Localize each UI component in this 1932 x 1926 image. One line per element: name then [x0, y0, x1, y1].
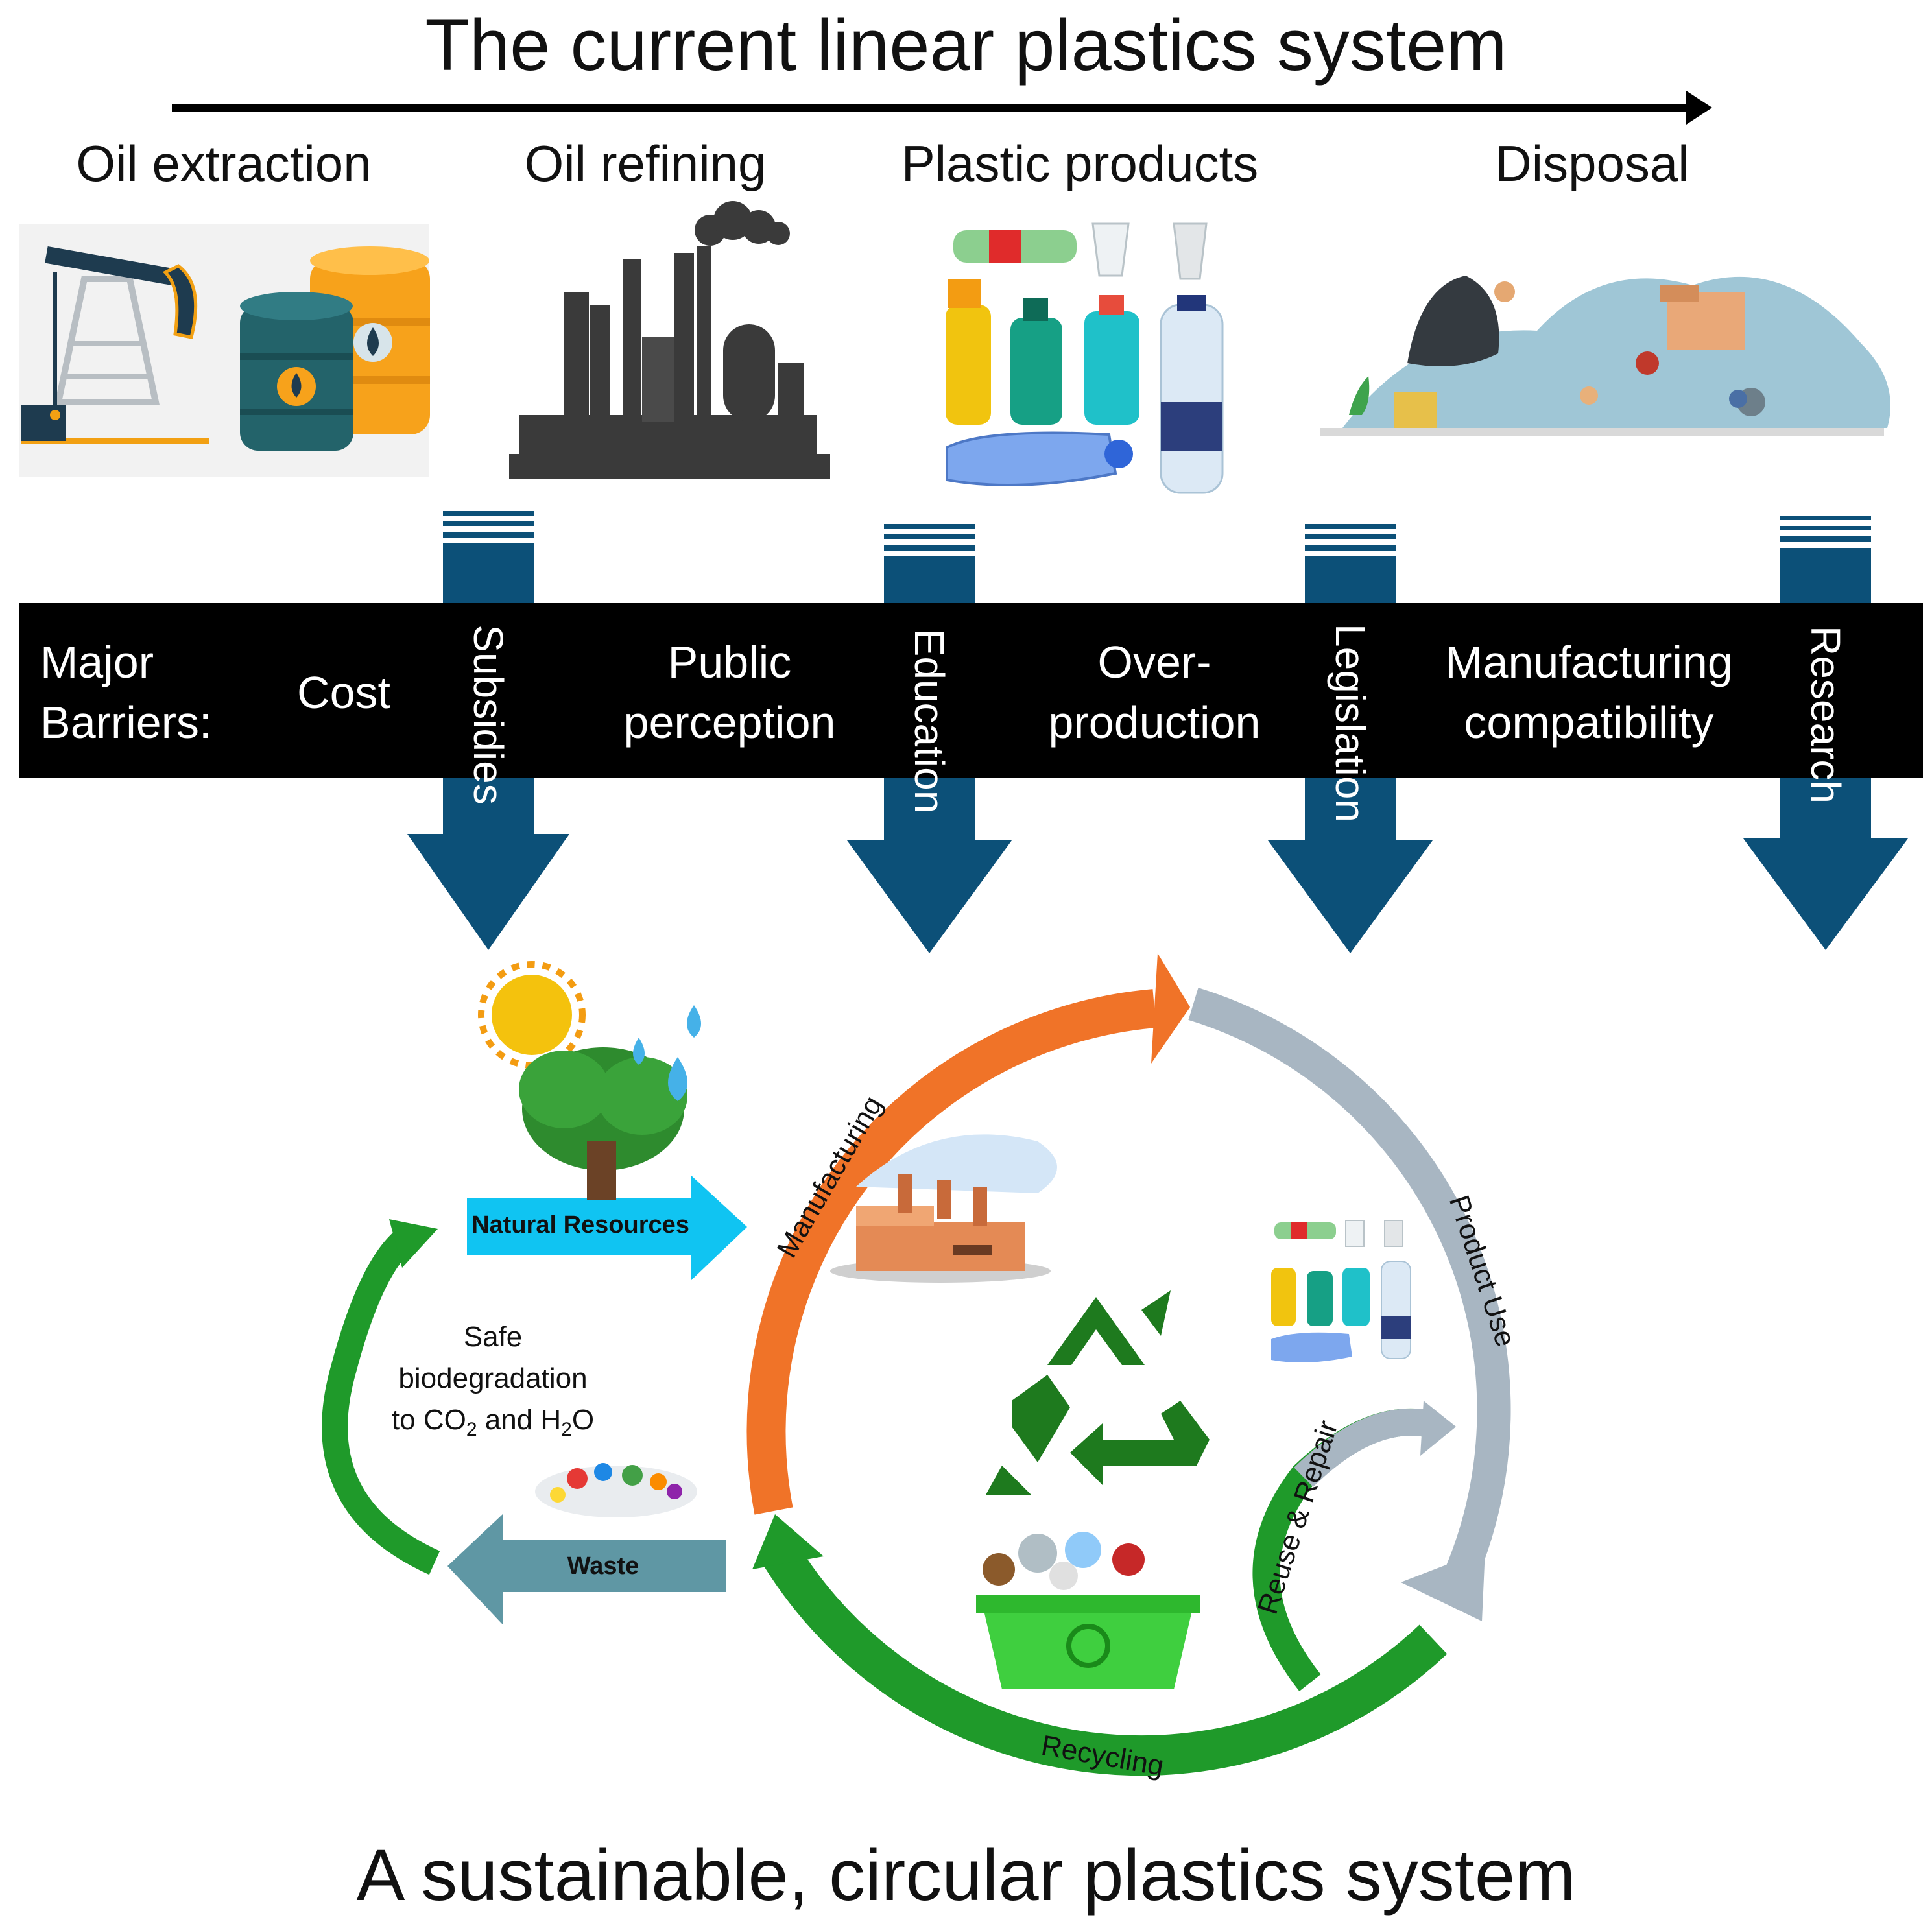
barrier-overproduction-line-1: Over- — [1097, 637, 1211, 687]
product-use-arrowhead — [1401, 1550, 1485, 1621]
factory-illustration — [830, 1134, 1057, 1283]
product-use-arc — [1188, 988, 1511, 1593]
timeline-arrow — [172, 91, 1712, 125]
linear-system-title: The current linear plastics system — [425, 5, 1507, 86]
stage-oil-refining: Oil refining — [524, 135, 767, 192]
biodegradation-line-3: to CO2 and H2O — [363, 1399, 623, 1444]
circular-system-title: A sustainable, circular plastics system — [356, 1835, 1576, 1916]
barrier-overproduction-line-2: production — [1048, 697, 1261, 748]
waste-pile-illustration — [535, 1463, 697, 1517]
recycling-arc — [764, 1545, 1448, 1776]
refinery-illustration — [509, 201, 830, 479]
biodegradation-note: Safe biodegradation to CO2 and H2O — [363, 1316, 623, 1444]
biodegradation-line-2: biodegradation — [398, 1362, 588, 1394]
stage-oil-extraction: Oil extraction — [76, 135, 372, 192]
barriers-heading-line-2: Barriers: — [40, 697, 212, 748]
solution-subsidies-label: Subsidies — [465, 624, 512, 805]
barriers-band — [19, 603, 1923, 778]
and-h-text: and H — [477, 1403, 562, 1436]
solution-research-label: Research — [1802, 626, 1849, 803]
manufacturing-arc — [746, 989, 1156, 1515]
waste-arrow — [447, 1514, 726, 1624]
stage-plastic-products: Plastic products — [901, 135, 1259, 192]
reuse-repair-arrowhead — [1420, 1401, 1456, 1456]
barrier-public-perception-line-1: Public — [667, 637, 792, 687]
co2-text: to CO — [391, 1403, 466, 1436]
barrier-manufacturing-compatibility-line-1: Manufacturing — [1445, 637, 1733, 687]
natural-resources-label: Natural Resources — [471, 1211, 689, 1239]
barriers-heading-line-1: Major — [40, 637, 154, 687]
barrier-cost: Cost — [279, 663, 409, 723]
natural-resources-illustration — [478, 961, 701, 1200]
recycling-bin-illustration — [976, 1532, 1200, 1689]
oil-extraction-illustration — [19, 224, 430, 477]
biodegradation-line-1: Safe — [463, 1321, 523, 1353]
solution-education-label: Education — [906, 628, 953, 814]
natural-resources-arrow — [467, 1175, 747, 1281]
recycle-symbol — [986, 1290, 1210, 1495]
barrier-public-perception-line-2: perception — [623, 697, 836, 748]
reuse-repair-arc-overlay — [1294, 1409, 1429, 1488]
barrier-public-perception: Public perception — [600, 632, 859, 753]
stage-disposal: Disposal — [1495, 135, 1689, 192]
barrier-cost-label: Cost — [297, 667, 390, 718]
landfill-illustration — [1320, 276, 1890, 436]
barrier-overproduction: Over- production — [1018, 632, 1291, 753]
waste-label: Waste — [567, 1552, 639, 1580]
biodegradation-arc — [322, 1232, 440, 1575]
biodegradation-arrowhead — [389, 1219, 438, 1268]
solution-legislation-label: Legislation — [1327, 624, 1374, 822]
barrier-manufacturing-compatibility-line-2: compatibility — [1464, 697, 1714, 748]
plastic-products-illustration — [946, 222, 1224, 494]
h2o-subscript: 2 — [561, 1418, 572, 1440]
products-small-illustration — [1271, 1220, 1411, 1362]
o-text: O — [571, 1403, 595, 1436]
recycling-arrowhead — [752, 1514, 824, 1569]
manufacturing-arrowhead — [1151, 953, 1190, 1064]
barriers-heading: Major Barriers: — [40, 632, 211, 753]
co2-subscript: 2 — [466, 1418, 477, 1440]
barrier-manufacturing-compatibility: Manufacturing compatibility — [1414, 632, 1764, 753]
